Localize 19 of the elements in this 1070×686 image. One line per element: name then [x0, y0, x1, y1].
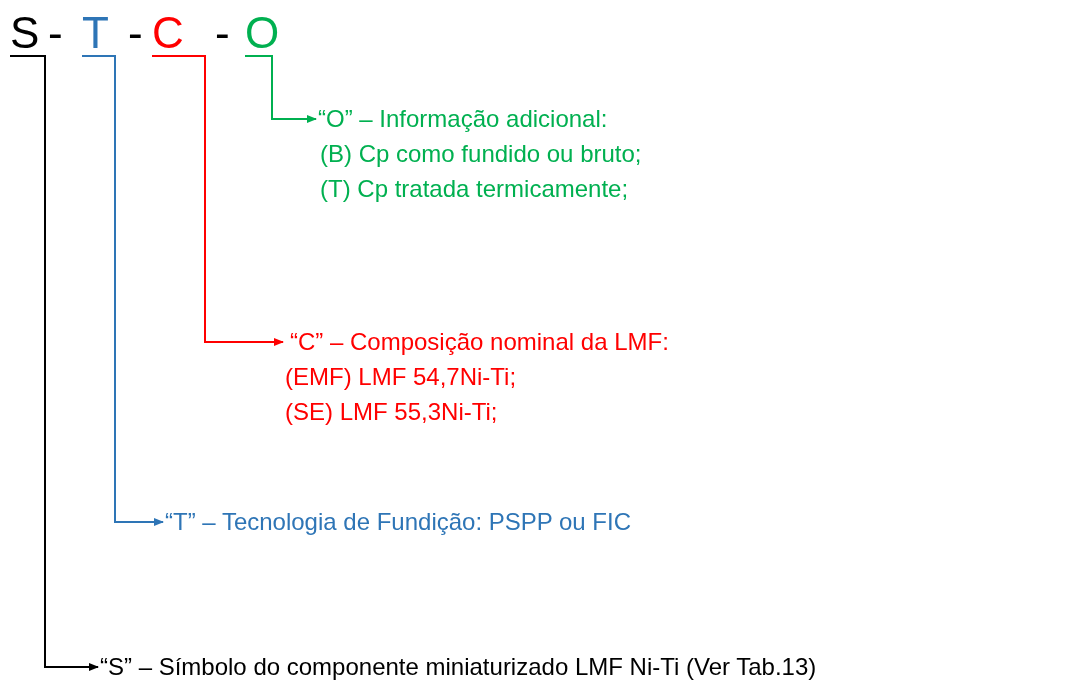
description-line: (SE) LMF 55,3Ni-Ti; — [285, 397, 498, 427]
separator-dash: - — [215, 8, 230, 58]
description-heading: “O” – Informação adicional: — [318, 104, 608, 134]
separator-dash: - — [128, 8, 143, 58]
description-line: (EMF) LMF 54,7Ni-Ti; — [285, 362, 517, 392]
description-text: “S” – Símbolo do componente miniaturizado LMF Ni-Ti (Ver Tab.13) — [100, 652, 817, 682]
code-letter: S — [10, 8, 40, 58]
description-text: “T” – Tecnologia de Fundição: PSPP ou FIC — [165, 507, 632, 537]
description-heading: “C” – Composição nominal da LMF: — [290, 327, 669, 357]
code-letter: O — [245, 8, 280, 58]
elbow-arrow — [9, 55, 99, 671]
elbow-arrow — [151, 55, 284, 346]
description-line: (B) Cp como fundido ou bruto; — [320, 139, 642, 169]
separator-dash: - — [48, 8, 63, 58]
elbow-arrow — [244, 55, 317, 123]
code-letter: T — [82, 8, 109, 58]
elbow-arrow — [81, 55, 164, 526]
code-letter: C — [152, 8, 184, 58]
description-line: (T) Cp tratada termicamente; — [320, 174, 629, 204]
